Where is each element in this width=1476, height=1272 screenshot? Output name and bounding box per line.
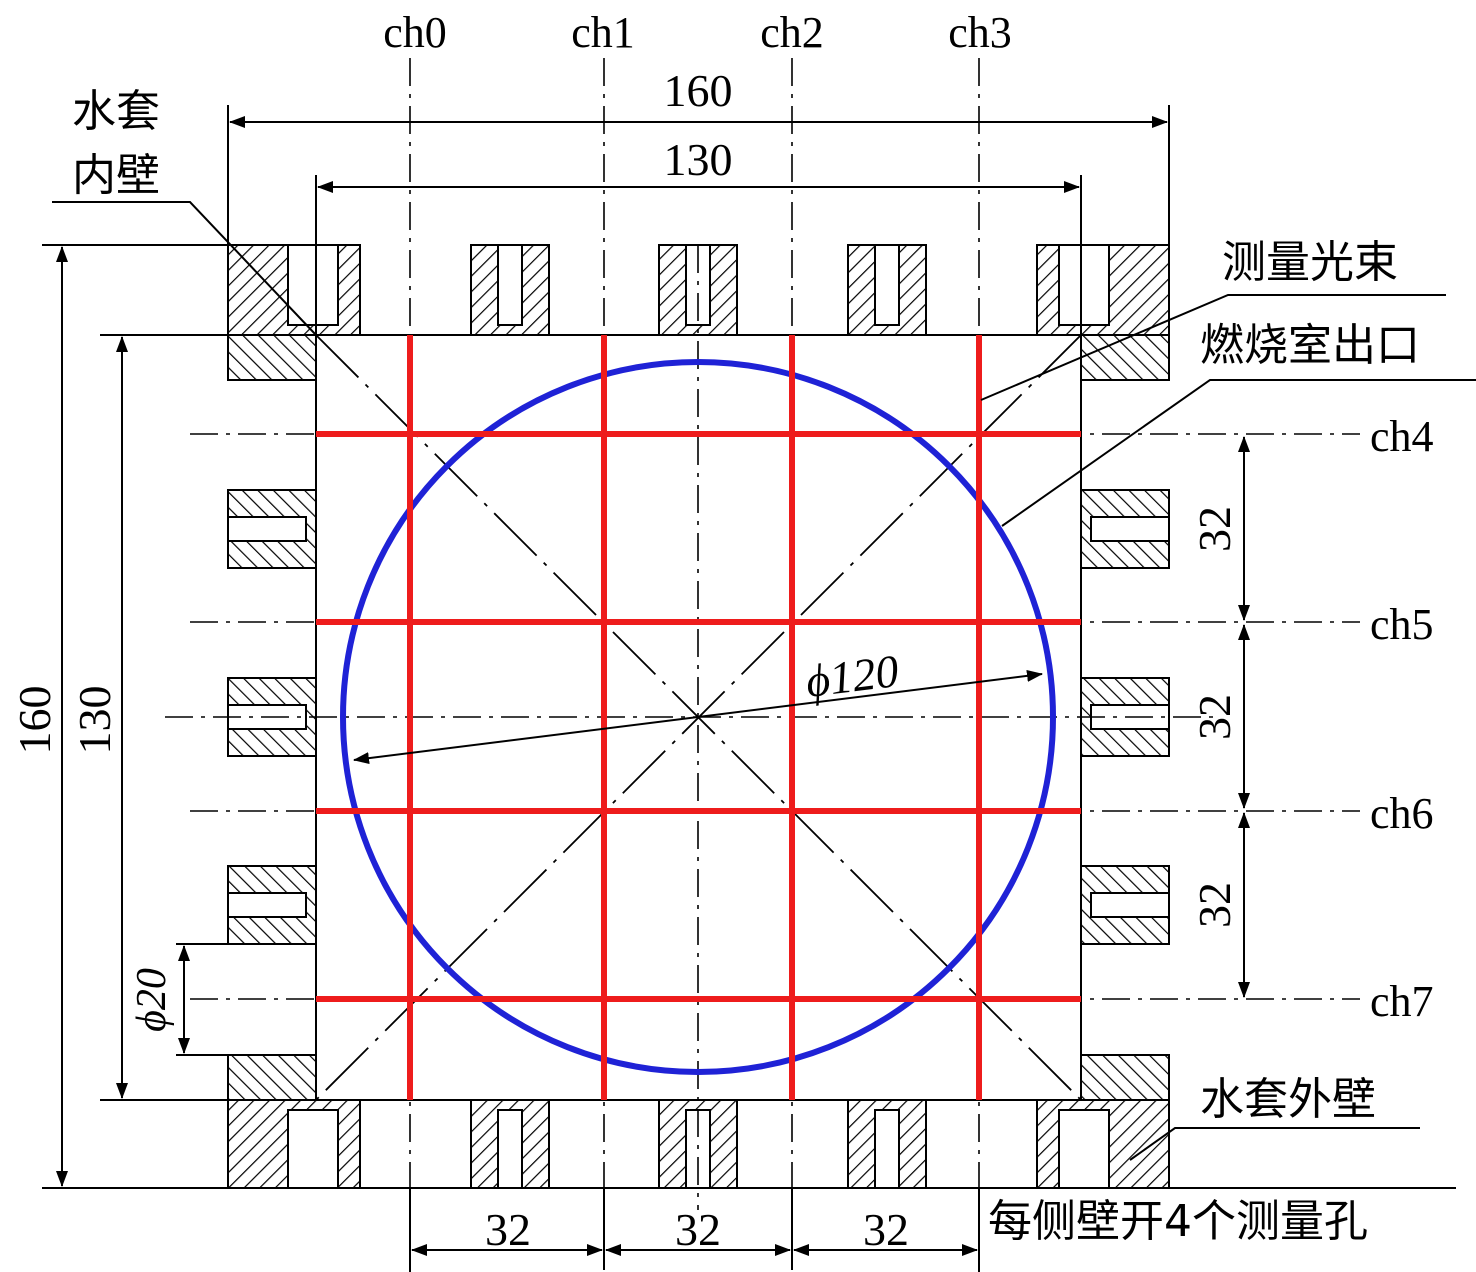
label-outer-wall: 水套外壁 xyxy=(1200,1074,1376,1125)
label-ch0: ch0 xyxy=(383,8,447,57)
leader-beam xyxy=(980,294,1446,401)
label-holes-note: 每侧壁开4个测量孔 xyxy=(988,1196,1368,1247)
label-inner-wall-1: 水套 xyxy=(72,86,160,137)
dim-label-spacing-right-3: 32 xyxy=(1189,882,1240,928)
text-labels: ch0 ch1 ch2 ch3 ch4 ch5 ch6 ch7 160 130 … xyxy=(9,8,1434,1255)
label-ch3: ch3 xyxy=(948,8,1012,57)
label-ch2: ch2 xyxy=(760,8,824,57)
dim-label-inner-height: 130 xyxy=(69,686,120,755)
dim-label-outer-width: 160 xyxy=(664,65,733,116)
label-outlet: 燃烧室出口 xyxy=(1200,320,1420,371)
outlet-circle xyxy=(340,359,1056,1075)
label-ch6: ch6 xyxy=(1370,789,1434,838)
dim-circle-diameter xyxy=(353,669,1043,765)
dim-label-circle-diameter: ϕ120 xyxy=(803,645,901,707)
label-beam: 测量光束 xyxy=(1222,237,1398,288)
dim-label-spacing-right-2: 32 xyxy=(1189,694,1240,740)
label-ch1: ch1 xyxy=(571,8,635,57)
water-jacket-wall xyxy=(227,244,1170,1189)
dim-label-spacing-bottom-3: 32 xyxy=(863,1204,909,1255)
dimension-lines xyxy=(42,105,1476,1272)
dim-label-inner-width: 130 xyxy=(664,134,733,185)
label-ch4: ch4 xyxy=(1370,412,1434,461)
leader-inner-wall xyxy=(52,201,317,336)
label-ch5: ch5 xyxy=(1370,600,1434,649)
dim-label-outer-height: 160 xyxy=(9,686,60,755)
label-ch7: ch7 xyxy=(1370,977,1434,1026)
dim-label-spacing-bottom-1: 32 xyxy=(485,1204,531,1255)
leader-outer-wall xyxy=(1129,1127,1420,1161)
dim-label-spacing-right-1: 32 xyxy=(1189,506,1240,552)
leader-outlet xyxy=(1001,379,1476,527)
label-inner-wall-2: 内壁 xyxy=(72,150,160,201)
dim-label-hole-diameter: ϕ20 xyxy=(129,968,175,1032)
dim-label-spacing-bottom-2: 32 xyxy=(675,1204,721,1255)
